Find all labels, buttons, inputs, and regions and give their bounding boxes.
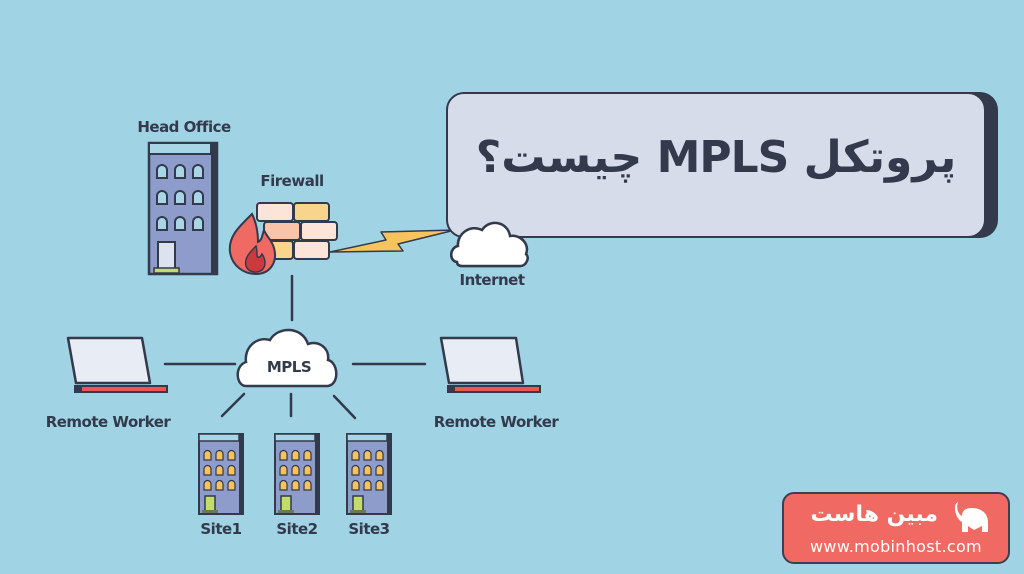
site3-label: Site3	[348, 520, 390, 538]
site1-building-icon	[198, 433, 244, 515]
connector-lines	[163, 274, 427, 420]
laptop-left-icon	[66, 336, 168, 393]
firewall-label: Firewall	[260, 172, 324, 190]
laptop-right-icon	[439, 336, 541, 393]
site2-building-icon	[274, 433, 320, 515]
line-mpls-site3	[332, 394, 357, 420]
site2-label: Site2	[276, 520, 318, 538]
site3-building-icon	[346, 433, 392, 515]
flame-icon	[228, 212, 276, 276]
remote-worker-left-label: Remote Worker	[45, 413, 171, 431]
line-mpls-site1	[220, 392, 246, 418]
head-office-label: Head Office	[137, 118, 231, 136]
head-office-building-icon	[147, 141, 219, 276]
remote-worker-right-label: Remote Worker	[433, 413, 559, 431]
brand-badge[interactable]: مبین هاست www.mobinhost.com	[782, 492, 1010, 564]
brand-name: مبین هاست	[810, 502, 938, 527]
mpls-label: MPLS	[266, 358, 312, 376]
mpls-cloud-icon	[236, 328, 338, 388]
elephant-icon	[955, 502, 988, 532]
page-title: پروتکل MPLS چیست؟	[475, 132, 958, 183]
lightning-bolt-icon	[329, 229, 456, 253]
brand-url[interactable]: www.mobinhost.com	[810, 537, 982, 556]
title-card: پروتکل MPLS چیست؟	[446, 92, 986, 238]
internet-label: Internet	[459, 271, 525, 289]
site1-label: Site1	[200, 520, 242, 538]
